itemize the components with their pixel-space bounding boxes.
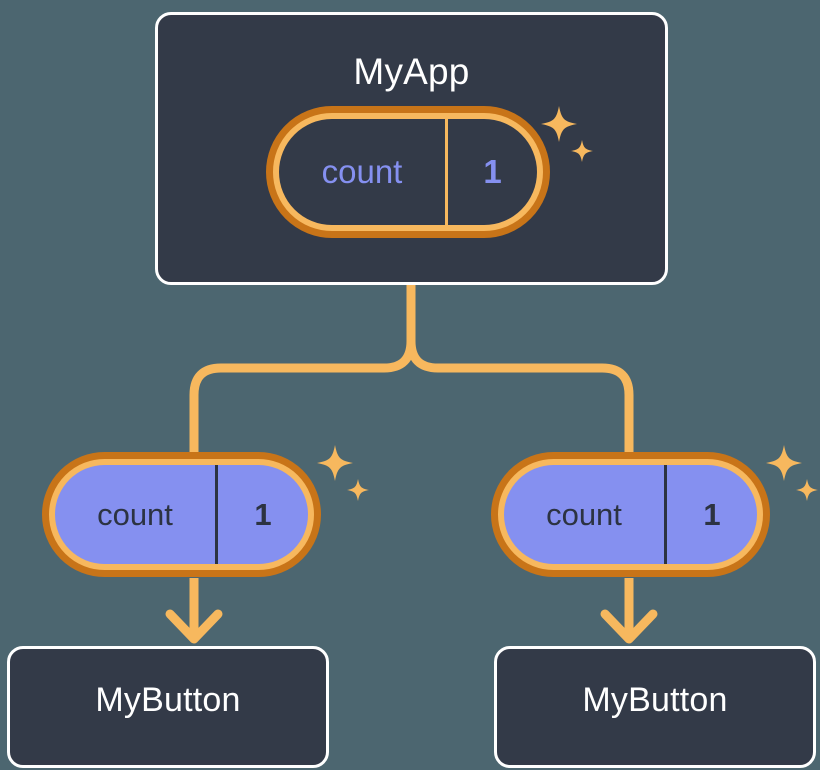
branch-connector-left — [189, 336, 416, 457]
component-card-mybutton-left[interactable]: MyButton — [7, 646, 329, 768]
arrow-down-icon-left — [165, 578, 223, 644]
branch-connector-right — [406, 336, 634, 457]
state-pill-right[interactable]: count 1 — [491, 452, 770, 577]
component-title-mybutton-left: MyButton — [95, 681, 241, 719]
component-card-mybutton-right[interactable]: MyButton — [494, 646, 816, 768]
state-value-left: 1 — [254, 496, 272, 532]
arrow-down-icon-right — [600, 578, 658, 644]
state-value-right: 1 — [703, 496, 721, 532]
component-title-myapp: MyApp — [353, 51, 470, 92]
state-pill-myapp[interactable]: count 1 — [266, 106, 550, 238]
state-key-myapp: count — [279, 119, 448, 225]
state-key-right: count — [504, 465, 667, 564]
state-value-myapp: 1 — [483, 153, 502, 190]
state-key-left: count — [55, 465, 218, 564]
component-title-mybutton-right: MyButton — [582, 681, 728, 719]
state-pill-left[interactable]: count 1 — [42, 452, 321, 577]
